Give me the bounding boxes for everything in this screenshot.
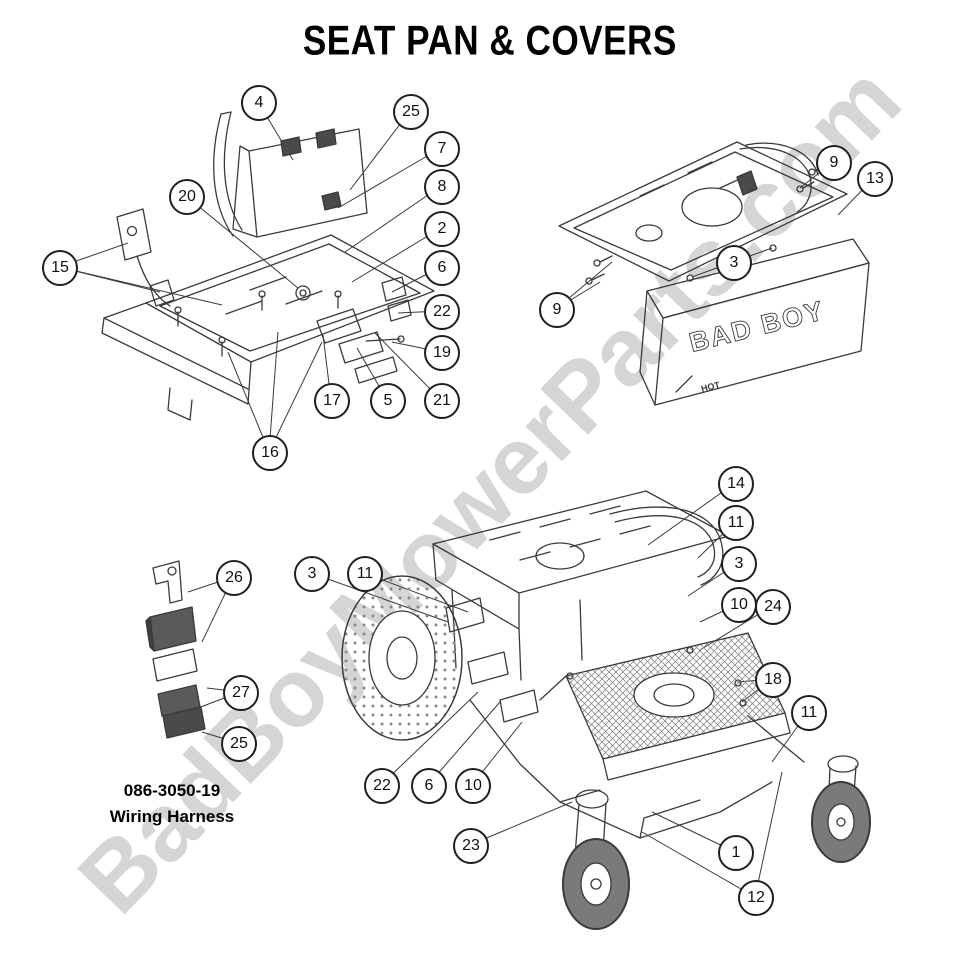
callout-6[interactable]: 6 xyxy=(411,768,447,804)
callout-label: 10 xyxy=(730,596,748,613)
callout-11[interactable]: 11 xyxy=(791,695,827,731)
wiring-harness-label: 086-3050-19 Wiring Harness xyxy=(82,778,262,829)
callout-label: 18 xyxy=(764,671,782,688)
callout-label: 9 xyxy=(552,301,562,318)
wiring-harness-parts-drawing xyxy=(145,560,206,739)
callout-label: 25 xyxy=(230,735,248,752)
mower-rear-drawing xyxy=(341,490,871,930)
callout-label: 20 xyxy=(178,188,196,205)
callout-label: 24 xyxy=(764,598,782,615)
callout-label: 4 xyxy=(254,94,264,111)
callout-3[interactable]: 3 xyxy=(716,245,752,281)
callout-20[interactable]: 20 xyxy=(169,179,205,215)
mower-seat-pan xyxy=(432,490,730,594)
callout-9[interactable]: 9 xyxy=(816,145,852,181)
callout-3[interactable]: 3 xyxy=(721,546,757,582)
cover-brand-text: BAD BOY xyxy=(686,295,828,358)
callout-10[interactable]: 10 xyxy=(455,768,491,804)
relay-block xyxy=(149,606,197,652)
callout-label: 12 xyxy=(747,889,765,906)
callout-25[interactable]: 25 xyxy=(393,94,429,130)
callout-label: 17 xyxy=(323,392,341,409)
callout-label: 21 xyxy=(433,392,451,409)
covers-drawing: BAD BOY HOT xyxy=(558,141,870,406)
callout-13[interactable]: 13 xyxy=(857,161,893,197)
seat-belt-bracket xyxy=(116,208,152,261)
callout-label: 8 xyxy=(437,178,447,195)
callout-label: 15 xyxy=(51,259,69,276)
callout-18[interactable]: 18 xyxy=(755,662,791,698)
callout-label: 3 xyxy=(307,565,317,582)
callout-label: 11 xyxy=(356,565,374,582)
callout-22[interactable]: 22 xyxy=(424,294,460,330)
callout-1[interactable]: 1 xyxy=(718,835,754,871)
callout-14[interactable]: 14 xyxy=(718,466,754,502)
harness-part-number: 086-3050-19 xyxy=(123,781,221,800)
cover-hot-text: HOT xyxy=(700,380,721,394)
callout-label: 14 xyxy=(727,475,745,492)
callout-label: 11 xyxy=(727,514,745,531)
callout-22[interactable]: 22 xyxy=(364,768,400,804)
callout-11[interactable]: 11 xyxy=(718,505,754,541)
callout-11[interactable]: 11 xyxy=(347,556,383,592)
callout-label: 3 xyxy=(729,254,739,271)
seat-pan-plate xyxy=(145,234,435,363)
callout-label: 9 xyxy=(829,154,839,171)
callout-label: 2 xyxy=(437,220,447,237)
callout-17[interactable]: 17 xyxy=(314,383,350,419)
callout-10[interactable]: 10 xyxy=(721,587,757,623)
callout-label: 23 xyxy=(462,837,480,854)
callout-label: 6 xyxy=(437,259,447,276)
page-title: SEAT PAN & COVERS xyxy=(0,17,980,64)
callout-label: 19 xyxy=(433,344,451,361)
callout-25[interactable]: 25 xyxy=(221,726,257,762)
callout-label: 5 xyxy=(383,392,393,409)
callout-23[interactable]: 23 xyxy=(453,828,489,864)
callout-2[interactable]: 2 xyxy=(424,211,460,247)
callout-3[interactable]: 3 xyxy=(294,556,330,592)
callout-5[interactable]: 5 xyxy=(370,383,406,419)
callout-15[interactable]: 15 xyxy=(42,250,78,286)
page-title-text: SEAT PAN & COVERS xyxy=(303,17,677,64)
callout-19[interactable]: 19 xyxy=(424,335,460,371)
callout-21[interactable]: 21 xyxy=(424,383,460,419)
callout-9[interactable]: 9 xyxy=(539,292,575,328)
callout-label: 27 xyxy=(232,684,250,701)
seat-pan-exploded-drawing xyxy=(101,111,435,421)
callout-label: 22 xyxy=(373,777,391,794)
cover-box-top xyxy=(646,238,870,319)
cover-seat-pan-plate xyxy=(558,141,848,282)
callout-label: 3 xyxy=(734,555,744,572)
callout-label: 10 xyxy=(464,777,482,794)
callout-4[interactable]: 4 xyxy=(241,85,277,121)
callout-7[interactable]: 7 xyxy=(424,131,460,167)
relay-small-2 xyxy=(162,706,206,739)
callout-label: 13 xyxy=(866,170,884,187)
callout-6[interactable]: 6 xyxy=(424,250,460,286)
harness-part-name: Wiring Harness xyxy=(109,806,235,826)
callout-label: 16 xyxy=(261,444,279,461)
callout-label: 7 xyxy=(437,140,447,157)
cover-box-front xyxy=(654,262,870,406)
callout-label: 25 xyxy=(402,103,420,120)
callout-8[interactable]: 8 xyxy=(424,169,460,205)
callout-26[interactable]: 26 xyxy=(216,560,252,596)
callout-label: 22 xyxy=(433,303,451,320)
callout-16[interactable]: 16 xyxy=(252,435,288,471)
callout-12[interactable]: 12 xyxy=(738,880,774,916)
callout-24[interactable]: 24 xyxy=(755,589,791,625)
callout-label: 11 xyxy=(800,704,818,721)
callout-label: 26 xyxy=(225,569,243,586)
callout-label: 1 xyxy=(731,844,741,861)
callout-27[interactable]: 27 xyxy=(223,675,259,711)
callout-label: 6 xyxy=(424,777,434,794)
